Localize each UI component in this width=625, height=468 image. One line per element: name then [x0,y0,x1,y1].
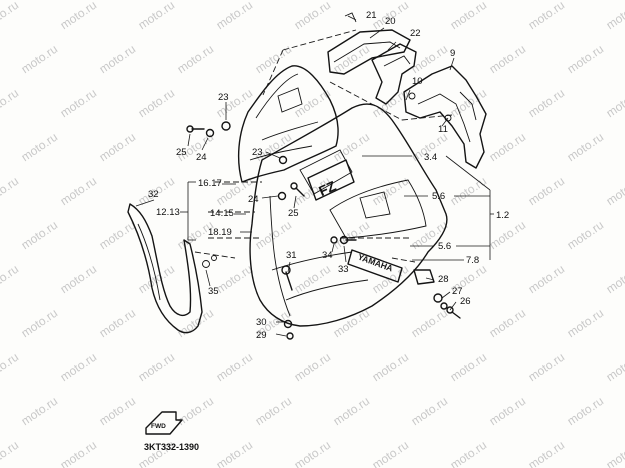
fwd-arrow: FWD [145,411,183,435]
callout-14-15: 14.15 [210,208,234,219]
callout-22: 22 [410,28,421,39]
yamaha-decal: YAMAHA [347,249,403,283]
fwd-arrow-text: FWD [151,423,166,430]
diagram-code: 3KT332-1390 [144,442,199,452]
callout-5-6-lower: 5.6 [438,241,451,252]
callout-11: 11 [438,124,448,135]
callout-33: 33 [338,264,349,275]
callout-25-left: 25 [176,147,187,158]
callout-30: 30 [256,317,267,328]
side-cowling-part [249,103,448,327]
fz-badge-text: FZ [316,177,339,199]
callout-10: 10 [412,76,423,87]
callout-35: 35 [208,286,219,297]
yamaha-decal-text: YAMAHA [357,252,395,274]
callout-34: 34 [322,250,333,261]
callout-16-17: 16.17 [198,178,222,189]
callout-26: 26 [460,296,471,307]
callout-23-upper: 23 [218,92,229,103]
assembly-guide-lines [194,29,453,263]
callout-20: 20 [385,16,396,27]
callout-27: 27 [452,286,463,297]
callout-28: 28 [438,274,449,285]
callout-7-8: 7.8 [466,255,479,266]
callout-labels: 21 20 22 9 10 11 23 25 24 23 3.4 16.17 3… [148,10,509,341]
callout-18-19: 18.19 [208,227,232,238]
leader-lines [135,15,494,337]
callout-25-mid: 25 [288,208,299,219]
callout-24-left: 24 [196,152,207,163]
callout-24-mid: 24 [248,194,259,205]
screws-and-grommets [186,121,461,340]
fz-badge: FZ [307,159,355,201]
callout-12-13: 12.13 [156,207,180,218]
callout-1-2: 1.2 [496,210,509,221]
callout-23-mid: 23 [252,147,263,158]
callout-29: 29 [256,330,267,341]
callout-21: 21 [366,10,377,21]
callout-5-6-upper: 5.6 [432,191,445,202]
callout-32: 32 [148,189,159,200]
callout-3-4: 3.4 [424,152,437,163]
inner-panel-part [127,203,217,334]
callout-31: 31 [286,250,297,261]
windscreen-part [237,65,339,183]
mounting-bracket-parts [327,12,487,169]
callout-9: 9 [450,48,455,59]
